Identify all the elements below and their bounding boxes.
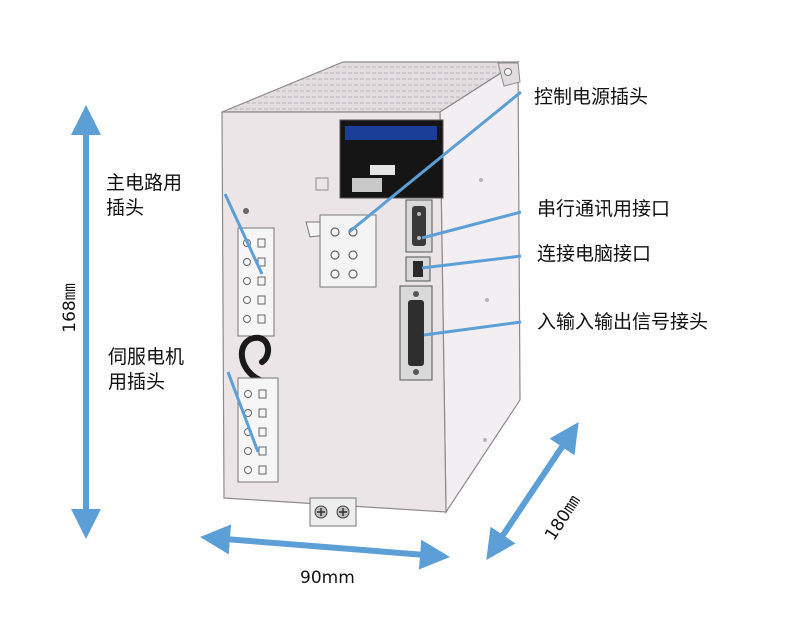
label-control-power: 控制电源插头 [534, 86, 649, 108]
serial-port-icon [405, 199, 433, 253]
io-connector-icon [399, 285, 433, 381]
dimension-width-label: 90mm [300, 568, 355, 588]
callout-serial-comm [421, 210, 522, 240]
callout-control-power [348, 90, 522, 234]
control-power-plug-icon [305, 214, 377, 288]
front-screw-icon [243, 208, 249, 214]
label-serial-comm: 串行通讯用接口 [537, 198, 671, 220]
callout-io-signal [423, 320, 522, 337]
ground-terminal-icon [309, 497, 357, 527]
callout-servo-motor [226, 371, 260, 453]
display-panel [339, 119, 444, 199]
label-main-circuit-line2: 插头 [106, 197, 145, 219]
label-servo-motor-line1: 伺服电机 [108, 346, 185, 368]
callout-main-circuit [223, 193, 264, 275]
drive-side-face [439, 60, 521, 514]
label-servo-motor-line2: 用插头 [108, 371, 166, 393]
label-main-circuit-line1: 主电路用 [106, 172, 183, 194]
usb-port-icon [405, 256, 431, 282]
label-pc-connect: 连接电脑接口 [537, 243, 652, 265]
callout-lines [223, 90, 522, 453]
front-panel-button [315, 177, 329, 191]
callout-pc-connect [421, 254, 522, 270]
width-arrow [200, 524, 450, 570]
dimension-height-label: 168㎜ [60, 283, 80, 333]
depth-arrow [486, 422, 579, 560]
servo-drive-body [221, 60, 521, 527]
dimension-arrows [71, 105, 579, 570]
cable-hook-icon [238, 334, 272, 383]
main-circuit-terminal-icon [237, 227, 275, 337]
servo-motor-terminal-icon [237, 377, 279, 483]
label-io-signal: 入输入输出信号接头 [537, 311, 709, 333]
